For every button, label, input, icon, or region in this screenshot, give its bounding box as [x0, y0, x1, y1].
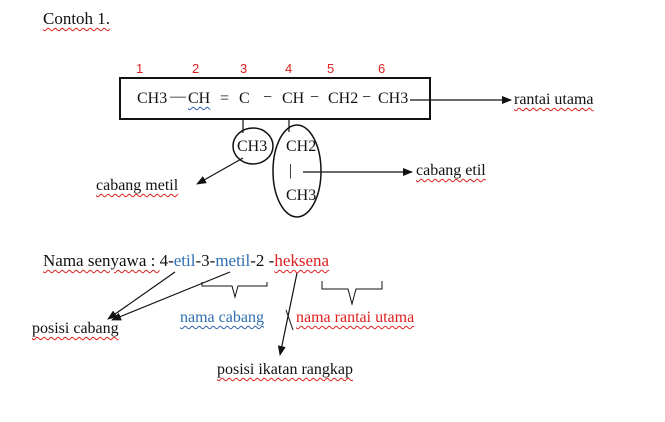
- branch-position-arrow-1: [107, 271, 176, 320]
- compound-name-p1: 4-: [159, 251, 174, 270]
- carbon-number-3: 3: [240, 61, 248, 76]
- heading: Contoh 1.: [43, 9, 111, 28]
- compound-name-etil: etil: [173, 251, 196, 270]
- branch-name-brace: [201, 282, 268, 299]
- ethyl-bar: |: [289, 162, 293, 179]
- main-chain-box: [119, 77, 431, 120]
- carbon-5: CH2: [328, 90, 359, 107]
- compound-name-p2: -3-: [195, 251, 216, 270]
- ethyl-top: CH2: [286, 138, 317, 155]
- compound-name-prefix: Nama senyawa :: [43, 251, 160, 270]
- methyl-branch: CH3: [237, 138, 268, 155]
- double-bond-arrow: [277, 272, 298, 356]
- main-chain-name-label: nama rantai utama: [296, 309, 415, 326]
- compound-name-p3: -2 -: [250, 251, 275, 270]
- branch-position-arrow-2: [111, 271, 231, 321]
- compound-name-metil: metil: [215, 251, 251, 270]
- double-bond-position-label: posisi ikatan rangkap: [217, 361, 353, 378]
- carbon-number-6: 6: [378, 61, 386, 76]
- carbon-1: CH3: [137, 90, 168, 107]
- bond-5: −: [362, 89, 372, 106]
- ethyl-branch-label: cabang etil: [416, 162, 486, 179]
- ethyl-bottom: CH3: [286, 187, 317, 204]
- ethyl-ellipse: [272, 124, 322, 218]
- branch-name-label: nama cabang: [180, 309, 264, 326]
- bond-1: —: [170, 88, 186, 105]
- main-chain-name-brace: [321, 281, 383, 306]
- compound-name-heksena: heksena: [274, 251, 330, 270]
- methyl-branch-label: cabang metil: [96, 177, 179, 194]
- carbon-number-1: 1: [136, 61, 144, 76]
- branch-position-label: posisi cabang: [32, 320, 119, 337]
- main-chain-label: rantai utama: [514, 91, 594, 108]
- carbon-3: C: [239, 90, 250, 107]
- carbon-number-2: 2: [192, 61, 200, 76]
- carbon-4: CH: [282, 90, 305, 107]
- methyl-circle: [232, 127, 274, 165]
- compound-name: Nama senyawa : 4-etil-3-metil-2 -heksena: [43, 252, 329, 269]
- carbon-2: CH: [188, 90, 211, 107]
- bond-3: −: [263, 89, 273, 106]
- carbon-6: CH3: [378, 90, 409, 107]
- bond-4: −: [310, 89, 320, 106]
- carbon-number-4: 4: [285, 61, 293, 76]
- carbon-number-5: 5: [327, 61, 335, 76]
- bond-2: =: [220, 90, 230, 107]
- methyl-arrow: [196, 157, 244, 185]
- label-divider: [285, 309, 294, 331]
